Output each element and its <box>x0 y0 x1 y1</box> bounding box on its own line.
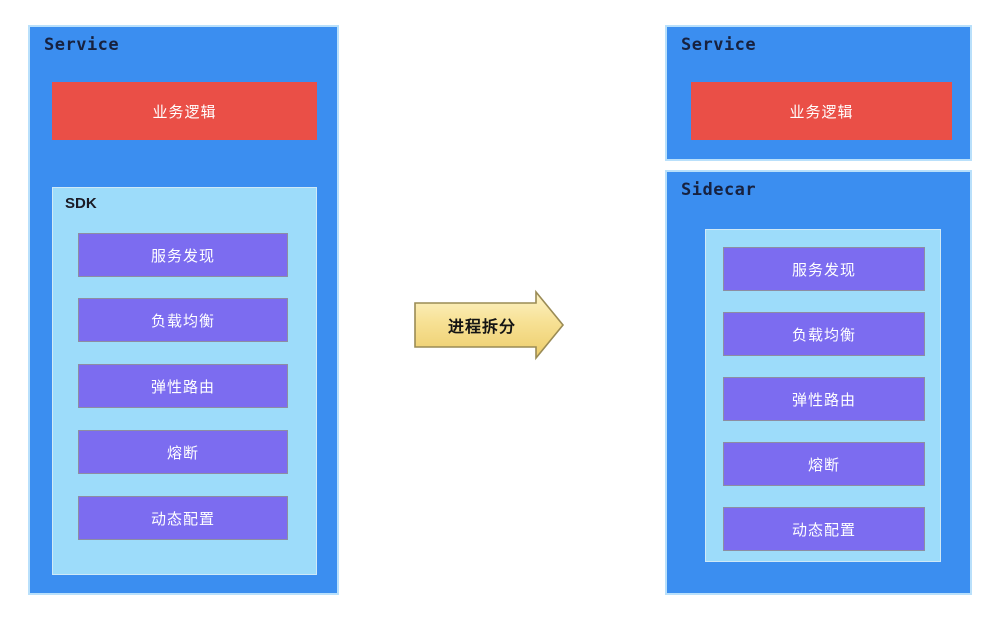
sidecar-capability-circuit-breaker: 熔断 <box>723 442 925 486</box>
sidecar-capability-service-discovery: 服务发现 <box>723 247 925 291</box>
left-service-container: Service 业务逻辑 SDK 服务发现 负载均衡 弹性路由 熔断 动态配置 <box>28 25 339 595</box>
arrow-label: 进程拆分 <box>447 319 516 336</box>
process-split-arrow: 进程拆分 <box>412 288 567 362</box>
sidecar-container: Sidecar 服务发现 负载均衡 弹性路由 熔断 动态配置 <box>665 170 972 595</box>
right-business-logic-block: 业务逻辑 <box>691 82 952 140</box>
sidecar-capability-dynamic-config: 动态配置 <box>723 507 925 551</box>
sdk-capability-circuit-breaker: 熔断 <box>78 430 288 474</box>
sdk-capability-service-discovery: 服务发现 <box>78 233 288 277</box>
sdk-capability-resilient-routing: 弹性路由 <box>78 364 288 408</box>
sdk-label: SDK <box>65 195 97 212</box>
sdk-capability-dynamic-config: 动态配置 <box>78 496 288 540</box>
right-service-title: Service <box>681 35 757 55</box>
left-business-logic-block: 业务逻辑 <box>52 82 317 140</box>
left-service-title: Service <box>44 35 120 55</box>
arrow-shape-icon <box>414 289 565 361</box>
sidecar-capability-resilient-routing: 弹性路由 <box>723 377 925 421</box>
right-service-container: Service 业务逻辑 <box>665 25 972 161</box>
sidecar-inner-container: 服务发现 负载均衡 弹性路由 熔断 动态配置 <box>705 229 941 562</box>
sidecar-title: Sidecar <box>681 180 757 200</box>
sidecar-capability-load-balancing: 负载均衡 <box>723 312 925 356</box>
sdk-container: SDK 服务发现 负载均衡 弹性路由 熔断 动态配置 <box>52 187 317 575</box>
sdk-capability-load-balancing: 负载均衡 <box>78 298 288 342</box>
